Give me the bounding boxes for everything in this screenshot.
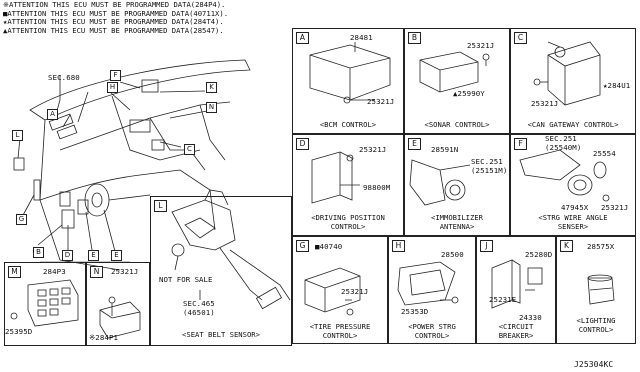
panel-d-caption-1: <DRIVING POSITION bbox=[311, 213, 385, 222]
panel-k-lighting-control: K 28575X <LIGHTING CONTROL> bbox=[556, 236, 636, 344]
callout-f: E bbox=[88, 250, 99, 261]
panel-l-caption: <SEAT BELT SENSOR> bbox=[182, 330, 260, 339]
part-25353d: 25353D bbox=[401, 307, 429, 316]
note-284t4: ★ATTENTION THIS ECU MUST BE PROGRAMMED D… bbox=[3, 17, 224, 27]
part-28500: 28500 bbox=[441, 250, 464, 259]
note-28547: ▲ATTENTION THIS ECU MUST BE PROGRAMMED D… bbox=[3, 25, 224, 35]
part-25231e: 25231E bbox=[489, 295, 517, 304]
panel-c-label: C bbox=[514, 32, 527, 44]
panel-a-label: A bbox=[296, 32, 309, 44]
panel-d-driving-position-control: D 25321J 98800M <DRIVING POSITION CONTRO… bbox=[292, 134, 404, 236]
sec-251-e: SEC.251 bbox=[471, 157, 503, 166]
part-46501: (46501) bbox=[183, 308, 215, 317]
panel-c-can-gateway-control: C 25321J ★284U1 <CAN GATEWAY CONTROL> bbox=[510, 28, 636, 134]
panel-g-caption-1: <TIRE PRESSURE bbox=[309, 322, 371, 331]
part-98800m: 98800M bbox=[363, 183, 391, 192]
part-25151m: (25151M) bbox=[471, 166, 508, 175]
part-25321j: 25321J bbox=[367, 97, 395, 106]
panel-h-caption-1: <POWER STRG bbox=[408, 322, 456, 331]
callout-e-label: E bbox=[111, 250, 122, 261]
part-25280d: 25280D bbox=[525, 250, 553, 259]
panel-f-caption-2: SENSER> bbox=[557, 222, 589, 231]
callout-l: L bbox=[12, 130, 23, 141]
callout-d: D bbox=[62, 250, 73, 261]
part-28481: 28481 bbox=[350, 33, 373, 42]
note-40711x: ■ATTENTION THIS ECU MUST BE PROGRAMMED D… bbox=[3, 8, 229, 18]
panel-d-caption-2: CONTROL> bbox=[330, 222, 366, 231]
panel-n: N 25321J ※284P1 bbox=[86, 262, 150, 346]
panel-j-label: J bbox=[480, 240, 493, 252]
part-25554: 25554 bbox=[593, 149, 616, 158]
panel-f-strg-wire-angle-senser: F SEC.251 (25540M) 25554 47945X 25321J <… bbox=[510, 134, 636, 236]
panel-f-label: F bbox=[514, 138, 527, 150]
sec-251-f: SEC.251 bbox=[545, 134, 577, 143]
diagram-code: J25304KC bbox=[574, 360, 614, 369]
panel-e-label: E bbox=[408, 138, 421, 150]
panel-k-caption-2: CONTROL> bbox=[578, 325, 614, 334]
panel-e-caption-1: <IMMOBILIZER bbox=[431, 213, 483, 222]
panel-g-caption-2: CONTROL> bbox=[322, 331, 358, 340]
note-284p4: ※ATTENTION THIS ECU MUST BE PROGRAMMED D… bbox=[3, 0, 226, 9]
panel-g-tire-pressure-control: G ■40740 25321J <TIRE PRESSURE CONTROL> bbox=[292, 236, 388, 344]
part-25321j-b: 25321J bbox=[467, 41, 495, 50]
panel-h-power-strg-control: H 28500 25353D <POWER STRG CONTROL> bbox=[388, 236, 476, 344]
panel-m: M 284P3 25395D bbox=[4, 262, 86, 346]
callout-j: G bbox=[16, 214, 27, 225]
part-25990y: ▲25990Y bbox=[453, 89, 485, 98]
part-284p1: ※284P1 bbox=[89, 333, 119, 342]
panel-d-label: D bbox=[296, 138, 309, 150]
part-47945x: 47945X bbox=[561, 203, 589, 212]
panel-h-label: H bbox=[392, 240, 405, 252]
panel-e-immobilizer-antenna: E 28591N SEC.251 (25151M) <IMMOBILIZER A… bbox=[404, 134, 510, 236]
callout-a: A bbox=[47, 109, 58, 120]
panel-b-caption: <SONAR CONTROL> bbox=[424, 120, 490, 129]
part-25321j-c: 25321J bbox=[531, 99, 559, 108]
callout-b: B bbox=[33, 247, 44, 258]
part-24330: 24330 bbox=[519, 313, 542, 322]
part-25321j-n: 25321J bbox=[111, 267, 139, 276]
part-25540m: (25540M) bbox=[545, 143, 582, 152]
part-25321j-g: 25321J bbox=[341, 287, 369, 296]
panel-l-seat-belt-sensor: L NOT FOR SALE SEC.465 (46501) <SEAT BEL… bbox=[150, 196, 292, 346]
panel-k-label: K bbox=[560, 240, 573, 252]
callout-c: C bbox=[184, 144, 195, 155]
panel-l-label: L bbox=[154, 200, 167, 212]
panel-b-sonar-control: B 25321J ▲25990Y <SONAR CONTROL> bbox=[404, 28, 510, 134]
part-25321j-f: 25321J bbox=[601, 203, 629, 212]
sec-465: SEC.465 bbox=[183, 299, 215, 308]
attention-notes: ※ATTENTION THIS ECU MUST BE PROGRAMMED D… bbox=[3, 0, 229, 35]
part-284p3: 284P3 bbox=[43, 267, 66, 276]
part-25395d: 25395D bbox=[5, 327, 33, 336]
panel-f-caption-1: <STRG WIRE ANGLE bbox=[538, 213, 608, 222]
callout-n: N bbox=[206, 102, 217, 113]
panel-n-label: N bbox=[90, 266, 103, 278]
part-28575x: 28575X bbox=[587, 242, 615, 251]
part-25321j-d: 25321J bbox=[359, 145, 387, 154]
panel-b-label: B bbox=[408, 32, 421, 44]
part-40740: ■40740 bbox=[315, 242, 343, 251]
part-28591n: 28591N bbox=[431, 145, 459, 154]
panel-g-label: G bbox=[296, 240, 309, 252]
panel-a-caption: <BCM CONTROL> bbox=[319, 120, 377, 129]
panel-m-label: M bbox=[8, 266, 21, 278]
callout-k: K bbox=[206, 82, 217, 93]
sec-680-ref: SEC.680 bbox=[48, 73, 80, 82]
panel-j-caption-2: BREAKER> bbox=[498, 331, 534, 340]
panel-j-caption-1: <CIRCUIT bbox=[498, 322, 534, 331]
panel-a-bcm-control: A 28481 25321J <BCM CONTROL> bbox=[292, 28, 404, 134]
callout-g: F bbox=[110, 70, 121, 81]
part-284u1: ★284U1 bbox=[603, 81, 631, 90]
panel-h-caption-2: CONTROL> bbox=[414, 331, 450, 340]
panel-j-circuit-breaker: J 25280D 25231E 24330 <CIRCUIT BREAKER> bbox=[476, 236, 556, 344]
panel-k-caption-1: <LIGHTING bbox=[576, 316, 616, 325]
panel-c-caption: <CAN GATEWAY CONTROL> bbox=[527, 120, 619, 129]
panel-e-caption-2: ANTENNA> bbox=[439, 222, 475, 231]
callout-h: H bbox=[107, 82, 118, 93]
not-for-sale-label: NOT FOR SALE bbox=[157, 275, 215, 284]
